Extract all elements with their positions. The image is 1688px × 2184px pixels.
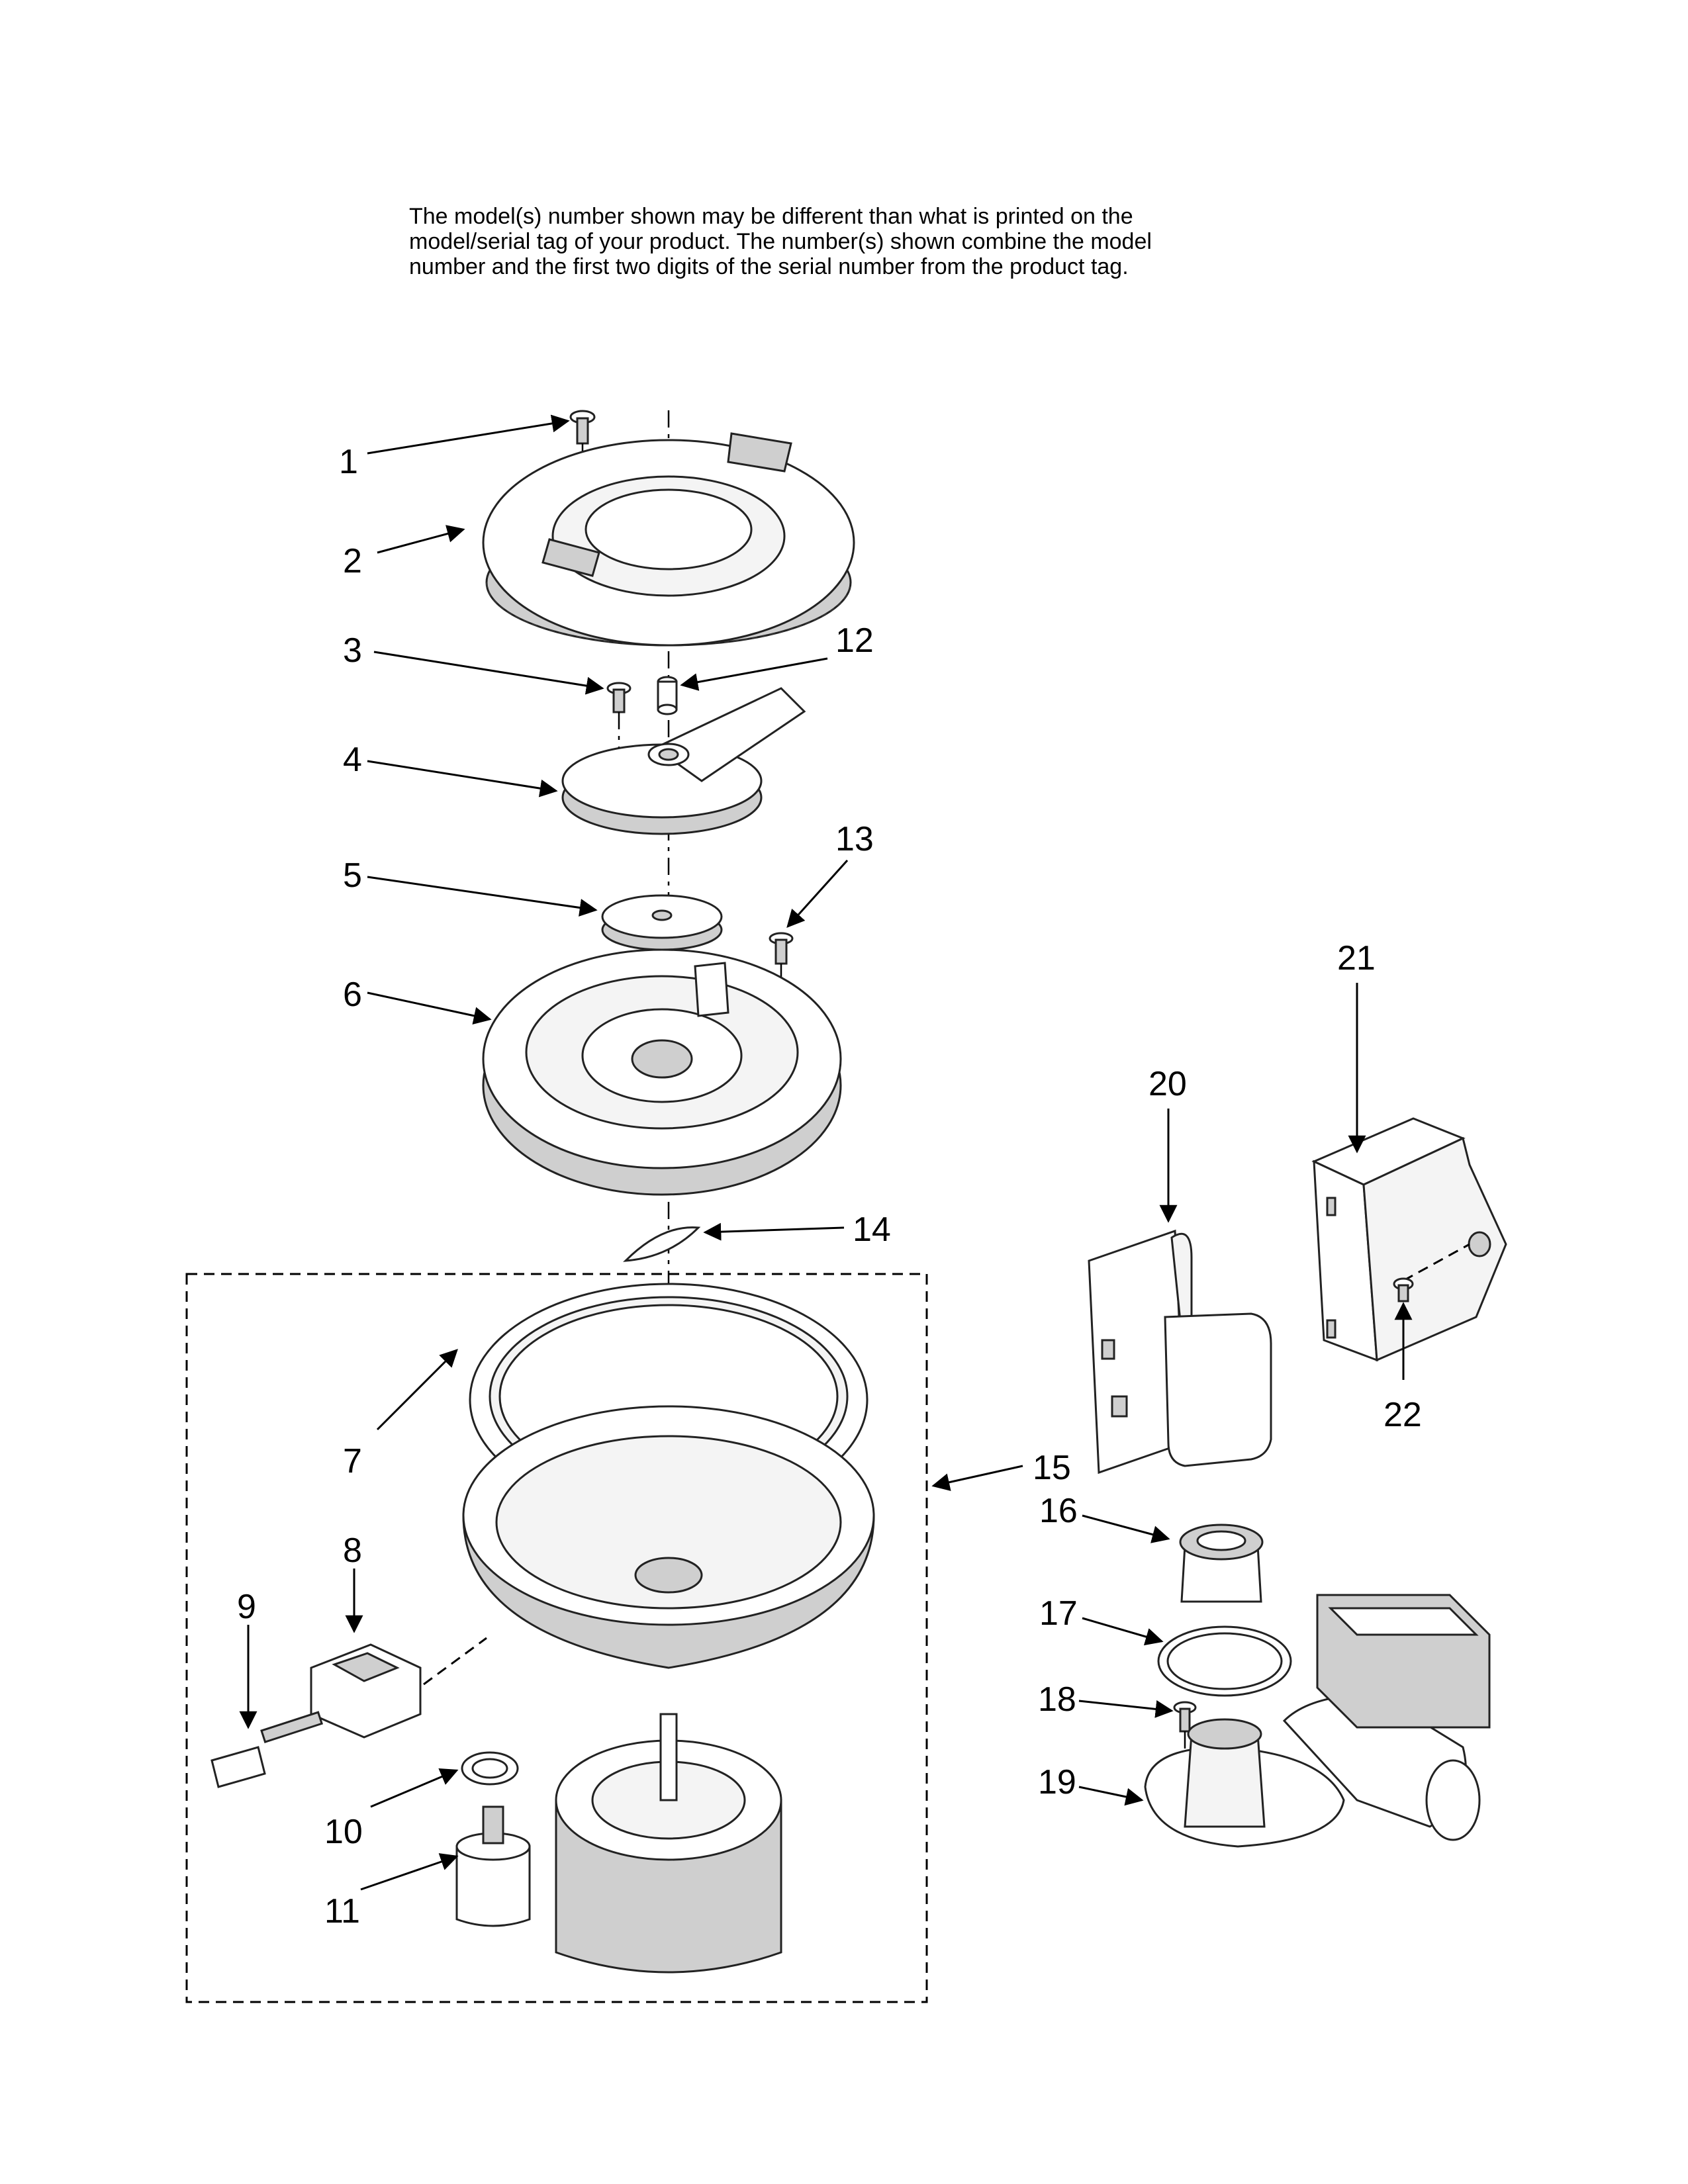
callout-18: 18 bbox=[1038, 1680, 1076, 1719]
disclaimer-line-3: number and the first two digits of the s… bbox=[409, 254, 1129, 279]
part-5-disc bbox=[601, 894, 723, 951]
part-11-sensor bbox=[455, 1805, 531, 1927]
disclaimer-line-1: The model(s) number shown may be differe… bbox=[409, 204, 1133, 229]
callout-5: 5 bbox=[343, 856, 362, 895]
callout-12: 12 bbox=[835, 621, 874, 660]
model-disclaimer-note: The model(s) number shown may be differe… bbox=[409, 204, 1336, 279]
part-10-o-ring bbox=[461, 1751, 519, 1786]
part-22-screw bbox=[1393, 1277, 1414, 1302]
sump-basin bbox=[462, 1405, 875, 1669]
part-15-sump-assembly-box bbox=[185, 1273, 928, 2003]
callout-9: 9 bbox=[237, 1588, 256, 1626]
callout-8: 8 bbox=[343, 1531, 362, 1570]
callout-19: 19 bbox=[1038, 1763, 1076, 1801]
part-6-filter-housing bbox=[482, 948, 842, 1196]
part-12-pin bbox=[657, 676, 678, 715]
part-19-drain-pump bbox=[1144, 1594, 1491, 1848]
part-21-control-box bbox=[1311, 1117, 1507, 1362]
callout-7: 7 bbox=[343, 1442, 362, 1480]
part-4-manifold bbox=[561, 687, 806, 835]
part-16-adapter bbox=[1179, 1524, 1264, 1603]
callout-14: 14 bbox=[853, 1210, 891, 1249]
callout-11: 11 bbox=[324, 1892, 360, 1931]
callout-1: 1 bbox=[339, 443, 358, 481]
disclaimer-line-2: model/serial tag of your product. The nu… bbox=[409, 229, 1152, 254]
callout-4: 4 bbox=[343, 741, 362, 779]
part-14-seal bbox=[623, 1226, 701, 1262]
callout-2: 2 bbox=[343, 542, 362, 580]
part-18-screw bbox=[1173, 1701, 1197, 1827]
callout-10: 10 bbox=[324, 1813, 363, 1851]
leader-lines bbox=[239, 414, 1413, 1891]
callout-6: 6 bbox=[343, 976, 362, 1014]
part-20-shield bbox=[1088, 1229, 1272, 1475]
part-9-lever bbox=[211, 1711, 324, 1788]
callout-13: 13 bbox=[835, 820, 874, 858]
callout-3: 3 bbox=[343, 631, 362, 670]
part-17-o-ring bbox=[1157, 1625, 1292, 1697]
callout-20: 20 bbox=[1149, 1065, 1187, 1103]
wash-motor bbox=[555, 1713, 782, 1974]
part-2-ring bbox=[482, 432, 855, 647]
callout-15: 15 bbox=[1033, 1449, 1071, 1487]
callout-17: 17 bbox=[1039, 1594, 1078, 1633]
part-8-bracket bbox=[310, 1637, 487, 1739]
callout-21: 21 bbox=[1337, 939, 1376, 978]
callout-22: 22 bbox=[1383, 1396, 1422, 1434]
callout-16: 16 bbox=[1039, 1492, 1078, 1530]
